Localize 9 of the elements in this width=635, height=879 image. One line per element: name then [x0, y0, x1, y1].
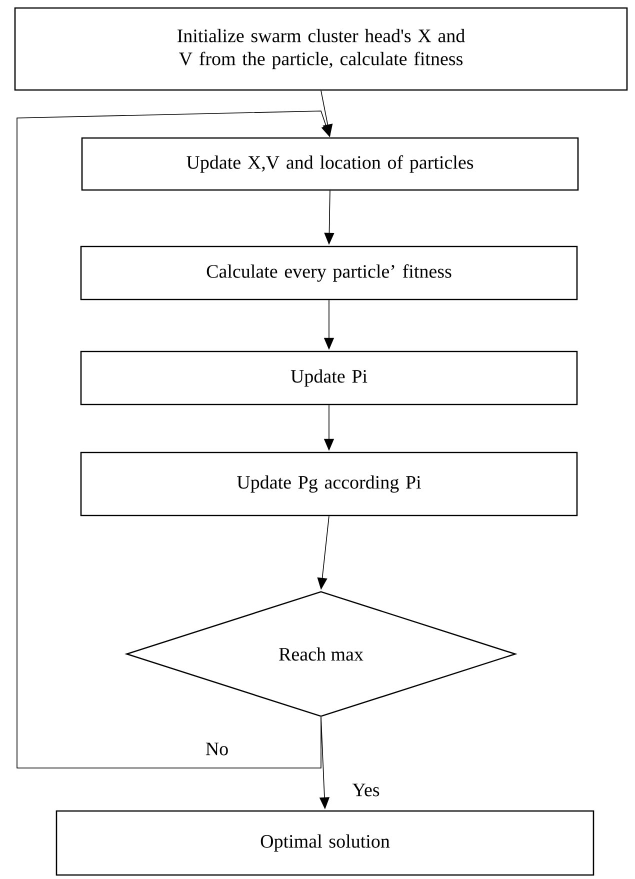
edge-label: No — [206, 742, 228, 756]
process-box: Update Pi — [80, 350, 578, 406]
process-box: Initialize swarm cluster head's X and V from the particle, calculate fitness — [14, 7, 628, 91]
process-box: Calculate every particle’ fitness — [80, 246, 578, 300]
edge-label: Yes — [352, 784, 380, 796]
process-box: Update Pg according Pi — [80, 452, 578, 516]
arrow — [16, 110, 331, 768]
process-box: Update X,V and location of particles — [81, 137, 579, 191]
process-box: Optimal solution — [56, 810, 594, 876]
